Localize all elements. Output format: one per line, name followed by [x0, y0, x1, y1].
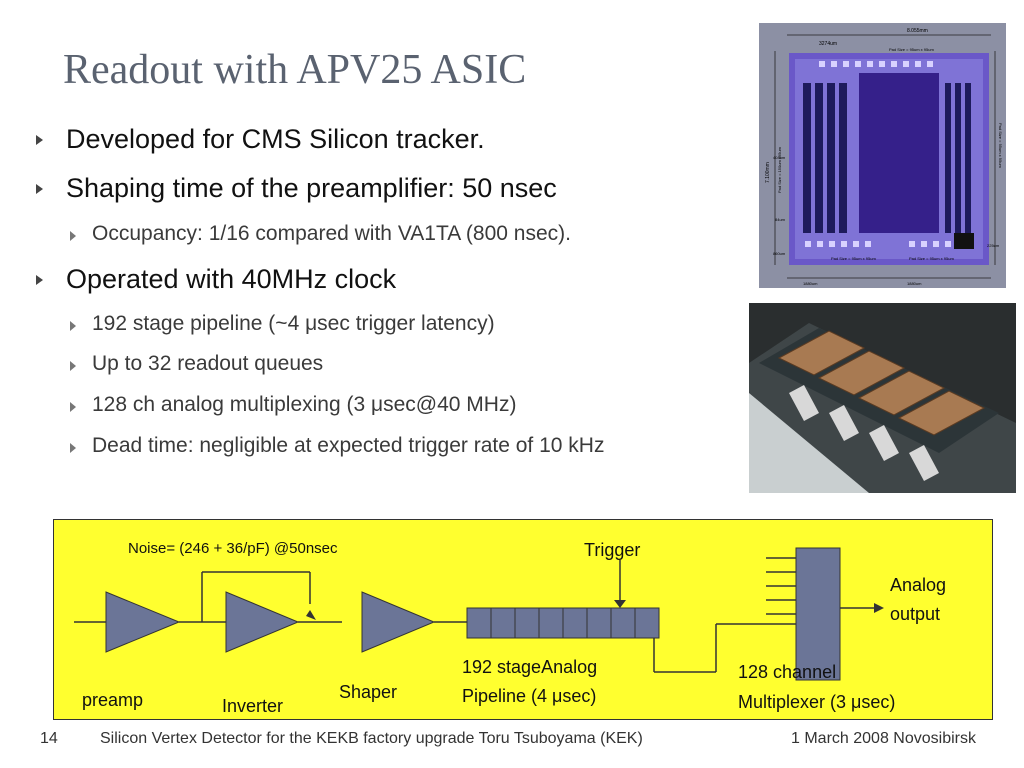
bullet-text: Developed for CMS Silicon tracker.: [66, 124, 485, 154]
analog-output-label-line2: output: [890, 604, 941, 624]
bullet-arrow-icon: [70, 402, 76, 412]
readout-block-diagram: Noise= (246 + 36/pF) @50nsec Trigger Ana…: [53, 519, 993, 720]
chip-dim-label: Pad Size = 95um x 95um: [889, 47, 934, 52]
footer-date: 1 March 2008 Novosibirsk: [791, 730, 976, 747]
module-photo-drawing: [749, 303, 1016, 493]
chip-dim-label: Pad Size = 150um x95um: [777, 146, 782, 193]
sub-bullet-text: 128 ch analog multiplexing (3 μsec@40 MH…: [92, 393, 517, 416]
apv25-module-photo: [749, 303, 1016, 493]
chip-layout-drawing: 8.055mm 3274um Pad Size = 95um x 95um Pa…: [759, 23, 1006, 288]
bullet-arrow-icon: [36, 275, 43, 285]
bullet-3: Operated with 40MHz clock: [36, 264, 396, 295]
chip-dim-label: 404um: [773, 155, 786, 160]
page-number: 14: [40, 730, 58, 747]
slide-title: Readout with APV25 ASIC: [63, 47, 527, 93]
chip-dim-label: Pad Size = 95um x 95um: [998, 123, 1003, 168]
shaper-label: Shaper: [339, 682, 398, 702]
sub-bullet: Dead time: negligible at expected trigge…: [70, 434, 604, 458]
sub-bullet: 128 ch analog multiplexing (3 μsec@40 MH…: [70, 393, 516, 417]
sub-bullet: Up to 32 readout queues: [70, 352, 323, 376]
pipeline-label-line1: 192 stageAnalog: [462, 657, 598, 677]
chip-dim-label: 1880um: [803, 281, 818, 286]
apv25-chip-layout-image: 8.055mm 3274um Pad Size = 95um x 95um Pa…: [759, 23, 1006, 288]
bullet-text: Shaping time of the preamplifier: 50 nse…: [66, 173, 557, 203]
trigger-label: Trigger: [584, 540, 641, 560]
pipeline-label-line2: Pipeline (4 μsec): [462, 686, 597, 706]
inverter-label: Inverter: [222, 696, 284, 716]
sub-bullet: 192 stage pipeline (~4 μsec trigger late…: [70, 312, 495, 336]
sub-bullet-text: 192 stage pipeline (~4 μsec trigger late…: [92, 312, 495, 335]
chip-dim-label: Pad Size = 95um x 95um: [909, 256, 954, 261]
chip-dim-label: Pad Size = 95um x 95um: [831, 256, 876, 261]
bullet-2: Shaping time of the preamplifier: 50 nse…: [36, 173, 557, 204]
bullet-1: Developed for CMS Silicon tracker.: [36, 124, 485, 155]
sub-bullet-text: Occupancy: 1/16 compared with VA1TA (800…: [92, 222, 571, 245]
bullet-arrow-icon: [70, 361, 76, 371]
chip-dim-label: 7.100mm: [765, 162, 771, 183]
bullet-arrow-icon: [70, 321, 76, 331]
analog-output-label-line1: Analog: [890, 575, 947, 595]
bullet-arrow-icon: [70, 231, 76, 241]
sub-bullet-text: Up to 32 readout queues: [92, 352, 324, 375]
multiplexer-label-line2: Multiplexer (3 μsec): [738, 692, 896, 712]
chip-dim-label: 1880um: [907, 281, 922, 286]
chip-dim-label: 3274um: [819, 41, 837, 47]
sub-bullet-text: Dead time: negligible at expected trigge…: [92, 434, 605, 457]
chip-dim-label: 860um: [773, 251, 786, 256]
preamp-label: preamp: [82, 690, 144, 710]
chip-dim-label: 84um: [775, 217, 786, 222]
bullet-arrow-icon: [70, 443, 76, 453]
chip-dim-label: 225um: [987, 243, 1000, 248]
chip-dim-label: 8.055mm: [907, 28, 928, 34]
footer-title: Silicon Vertex Detector for the KEKB fac…: [100, 730, 643, 747]
block-diagram-drawing: [74, 547, 884, 681]
multiplexer-label-line1: 128 channel: [738, 662, 837, 682]
bullet-arrow-icon: [36, 184, 43, 194]
bullet-arrow-icon: [36, 135, 43, 145]
noise-label: Noise= (246 + 36/pF) @50nsec: [128, 540, 338, 557]
bullet-text: Operated with 40MHz clock: [66, 264, 397, 294]
sub-bullet: Occupancy: 1/16 compared with VA1TA (800…: [70, 222, 571, 246]
